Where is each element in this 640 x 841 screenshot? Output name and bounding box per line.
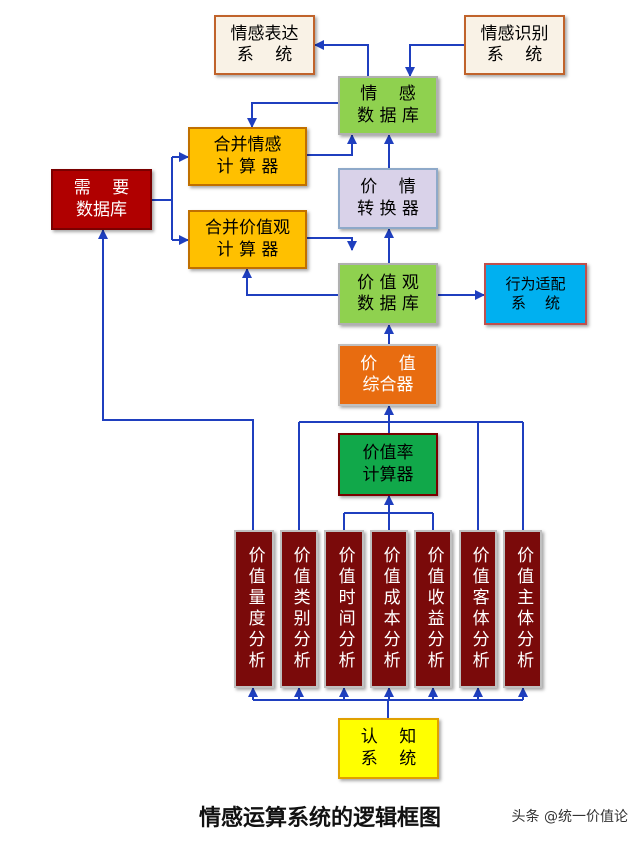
analysis-value-measure: 价值量度分析 [234,530,274,688]
values-database: 价 值 观 数 据 库 [338,263,438,325]
node-line-2: 计 算 器 [216,156,279,177]
analysis-label: 价值时间分析 [334,546,355,672]
merge-value-calculator: 合并价值观 计 算 器 [188,210,307,269]
analysis-label: 价值客体分析 [468,546,489,672]
values-db-to-merge-value [242,268,338,296]
emotion-db-to-expression [314,40,369,76]
analysis-label: 价值类别分析 [289,546,310,672]
recognition-to-emotion-db [405,44,464,77]
analysis-label: 价值收益分析 [423,546,444,672]
emotion-expression-system: 情感表达 系 统 [214,15,315,75]
emotion-db-to-merge-emotion [247,102,338,128]
analysis-value-object: 价值客体分析 [459,530,497,688]
node-line-1: 认 知 [360,727,417,748]
node-line-2: 数据库 [76,199,127,220]
node-line-1: 情感表达 [230,23,299,44]
node-line-1: 价 值 [360,353,416,374]
value-rate-calculator: 价值率 计算器 [338,433,438,496]
analysis-label: 价值主体分析 [513,546,534,672]
merge-value-to-values-db [307,237,357,251]
node-line-2: 系 统 [236,45,293,65]
node-line-2: 转 换 器 [357,198,419,219]
merge-emotion-calculator: 合并情感 计 算 器 [188,127,307,186]
node-line-1: 情 感 [360,84,416,105]
analysis-value-subject: 价值主体分析 [503,530,542,688]
node-line-2: 系 统 [486,45,543,65]
node-line-1: 合并价值观 [205,218,290,239]
analysis-value-time: 价值时间分析 [324,530,364,688]
watermark: 头条 @统一价值论 [511,809,628,825]
node-line-1: 价 值 观 [357,272,419,293]
measure-to-need-db [98,229,254,530]
analysis-label: 价值量度分析 [244,546,265,672]
analysis-value-cost: 价值成本分析 [370,530,408,688]
node-line-1: 行为适配 [505,275,566,294]
node-line-2: 数 据 库 [357,294,419,314]
behavior-adaptation-system: 行为适配 系 统 [484,263,587,325]
node-line-1: 情感识别 [480,23,549,44]
cognition-system: 认 知 系 统 [338,718,439,779]
node-line-1: 合并情感 [213,135,282,156]
node-line-2: 数 据 库 [357,105,419,126]
need-database: 需 要 数据库 [51,169,152,230]
node-line-1: 价值率 [362,443,414,464]
analysis-label: 价值成本分析 [379,546,400,672]
merge-emotion-to-emotion-db [307,134,357,156]
node-line-2: 系 统 [510,294,561,312]
emotion-database: 情 感 数 据 库 [338,76,438,135]
value-integrator: 价 值 综合器 [338,344,438,406]
node-line-2: 综合器 [362,375,414,395]
emotion-recognition-system: 情感识别 系 统 [464,15,565,75]
analysis-value-benefit: 价值收益分析 [414,530,452,688]
diagram-caption: 情感运算系统的逻辑框图 [198,805,441,831]
value-emotion-converter: 价 情 转 换 器 [338,168,438,229]
node-line-1: 价 情 [360,177,416,198]
node-line-2: 计 算 器 [216,239,279,260]
node-line-1: 需 要 [73,178,130,199]
node-line-2: 系 统 [360,748,417,769]
analysis-value-category: 价值类别分析 [280,530,318,688]
node-line-2: 计算器 [362,464,414,485]
